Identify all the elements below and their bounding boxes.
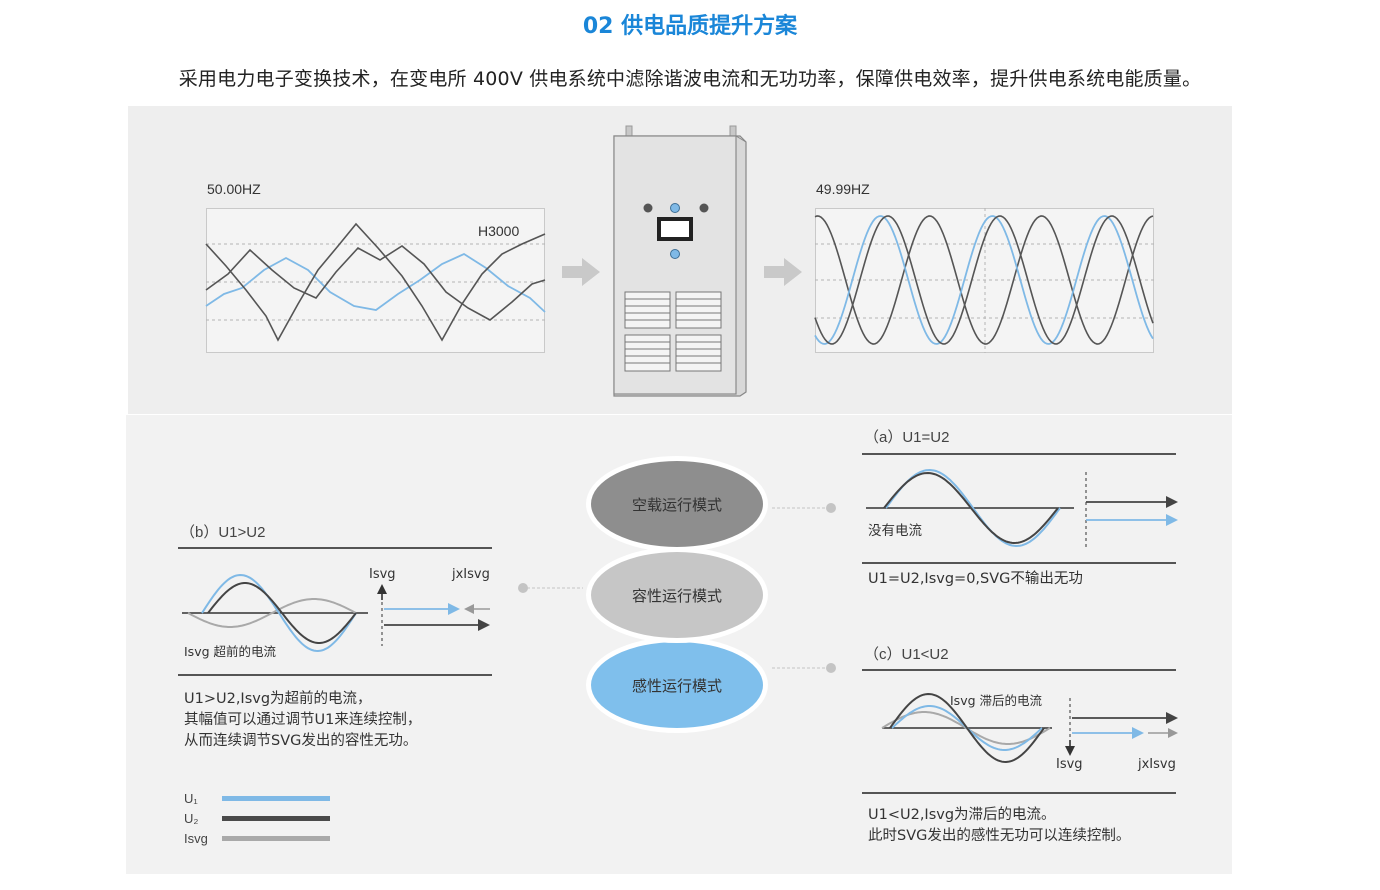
mode-inductive: 感性运行模式 [586, 637, 768, 733]
right-frequency-label: 49.99HZ [816, 181, 870, 197]
arrow-right-icon [764, 258, 802, 286]
legend-swatch [222, 815, 330, 821]
panel-c-desc-line: 此时SVG发出的感性无功可以连续控制。 [868, 828, 1131, 844]
legend-swatch [222, 835, 330, 841]
legend-swatch [222, 795, 330, 801]
panel-b-desc-line: U1>U2,Isvg为超前的电流， [184, 691, 372, 707]
panel-b-wave-label: Isvg 超前的电流 [184, 644, 277, 659]
device-model-label: H3000 [478, 223, 520, 239]
panel-a-diagram [862, 453, 1178, 564]
legend-label: U₂ [184, 810, 199, 826]
mode-inductive-label: 感性运行模式 [631, 676, 722, 695]
mode-capacitive: 容性运行模式 [586, 547, 768, 643]
panel-c-isvg-label: Isvg [1056, 757, 1083, 772]
panel-b-desc-line: 从而连续调节SVG发出的容性无功。 [184, 733, 418, 749]
legend-item: U₁ [184, 788, 330, 808]
panel-b-desc: U1>U2,Isvg为超前的电流， 其幅值可以通过调节U1来连续控制， 从而连续… [184, 689, 421, 752]
panel-b-desc-line: 其幅值可以通过调节U1来连续控制， [184, 712, 422, 728]
panel-c-jxisvg-label: jxIsvg [1138, 757, 1176, 772]
mode-capacitive-label: 容性运行模式 [631, 586, 722, 605]
left-frequency-label: 50.00HZ [207, 181, 261, 197]
legend: U₁ U₂ Isvg [184, 788, 330, 848]
panel-b-title: （b）U1>U2 [180, 524, 266, 541]
panel-b-jxisvg-label: jxIsvg [452, 567, 490, 582]
arrow-right-icon [562, 258, 600, 286]
panel-b-diagram [178, 547, 492, 676]
legend-label: U₁ [184, 790, 198, 806]
page-subtitle: 采用电力电子变换技术，在变电所 400V 供电系统中滤除谐波电流和无功功率，保障… [178, 68, 1202, 90]
clean-waveform-chart [814, 208, 1154, 353]
mode-idle-label: 空载运行模式 [631, 495, 722, 514]
distorted-waveform-chart [205, 208, 546, 353]
page-title: 02 供电品质提升方案 [582, 14, 798, 39]
panel-a-wave-label: 没有电流 [868, 523, 922, 539]
svg-cabinet-icon [613, 125, 747, 397]
connector-lines [518, 503, 836, 673]
panel-c-title: （c）U1<U2 [864, 646, 949, 663]
panel-a-desc: U1=U2,Isvg=0,SVG不输出无功 [868, 571, 1083, 587]
legend-item: Isvg [184, 828, 330, 848]
panel-a-title: （a）U1=U2 [864, 429, 950, 446]
panel-c-wave-label: Isvg 滞后的电流 [950, 693, 1043, 708]
legend-item: U₂ [184, 808, 330, 828]
legend-label: Isvg [184, 830, 208, 846]
panel-c-desc-line: U1<U2,Isvg为滞后的电流。 [868, 807, 1056, 823]
panel-b-isvg-label: Isvg [369, 567, 396, 582]
mode-idle: 空载运行模式 [586, 456, 768, 552]
panel-c-diagram [862, 669, 1178, 794]
panel-c-desc: U1<U2,Isvg为滞后的电流。 此时SVG发出的感性无功可以连续控制。 [868, 805, 1130, 847]
